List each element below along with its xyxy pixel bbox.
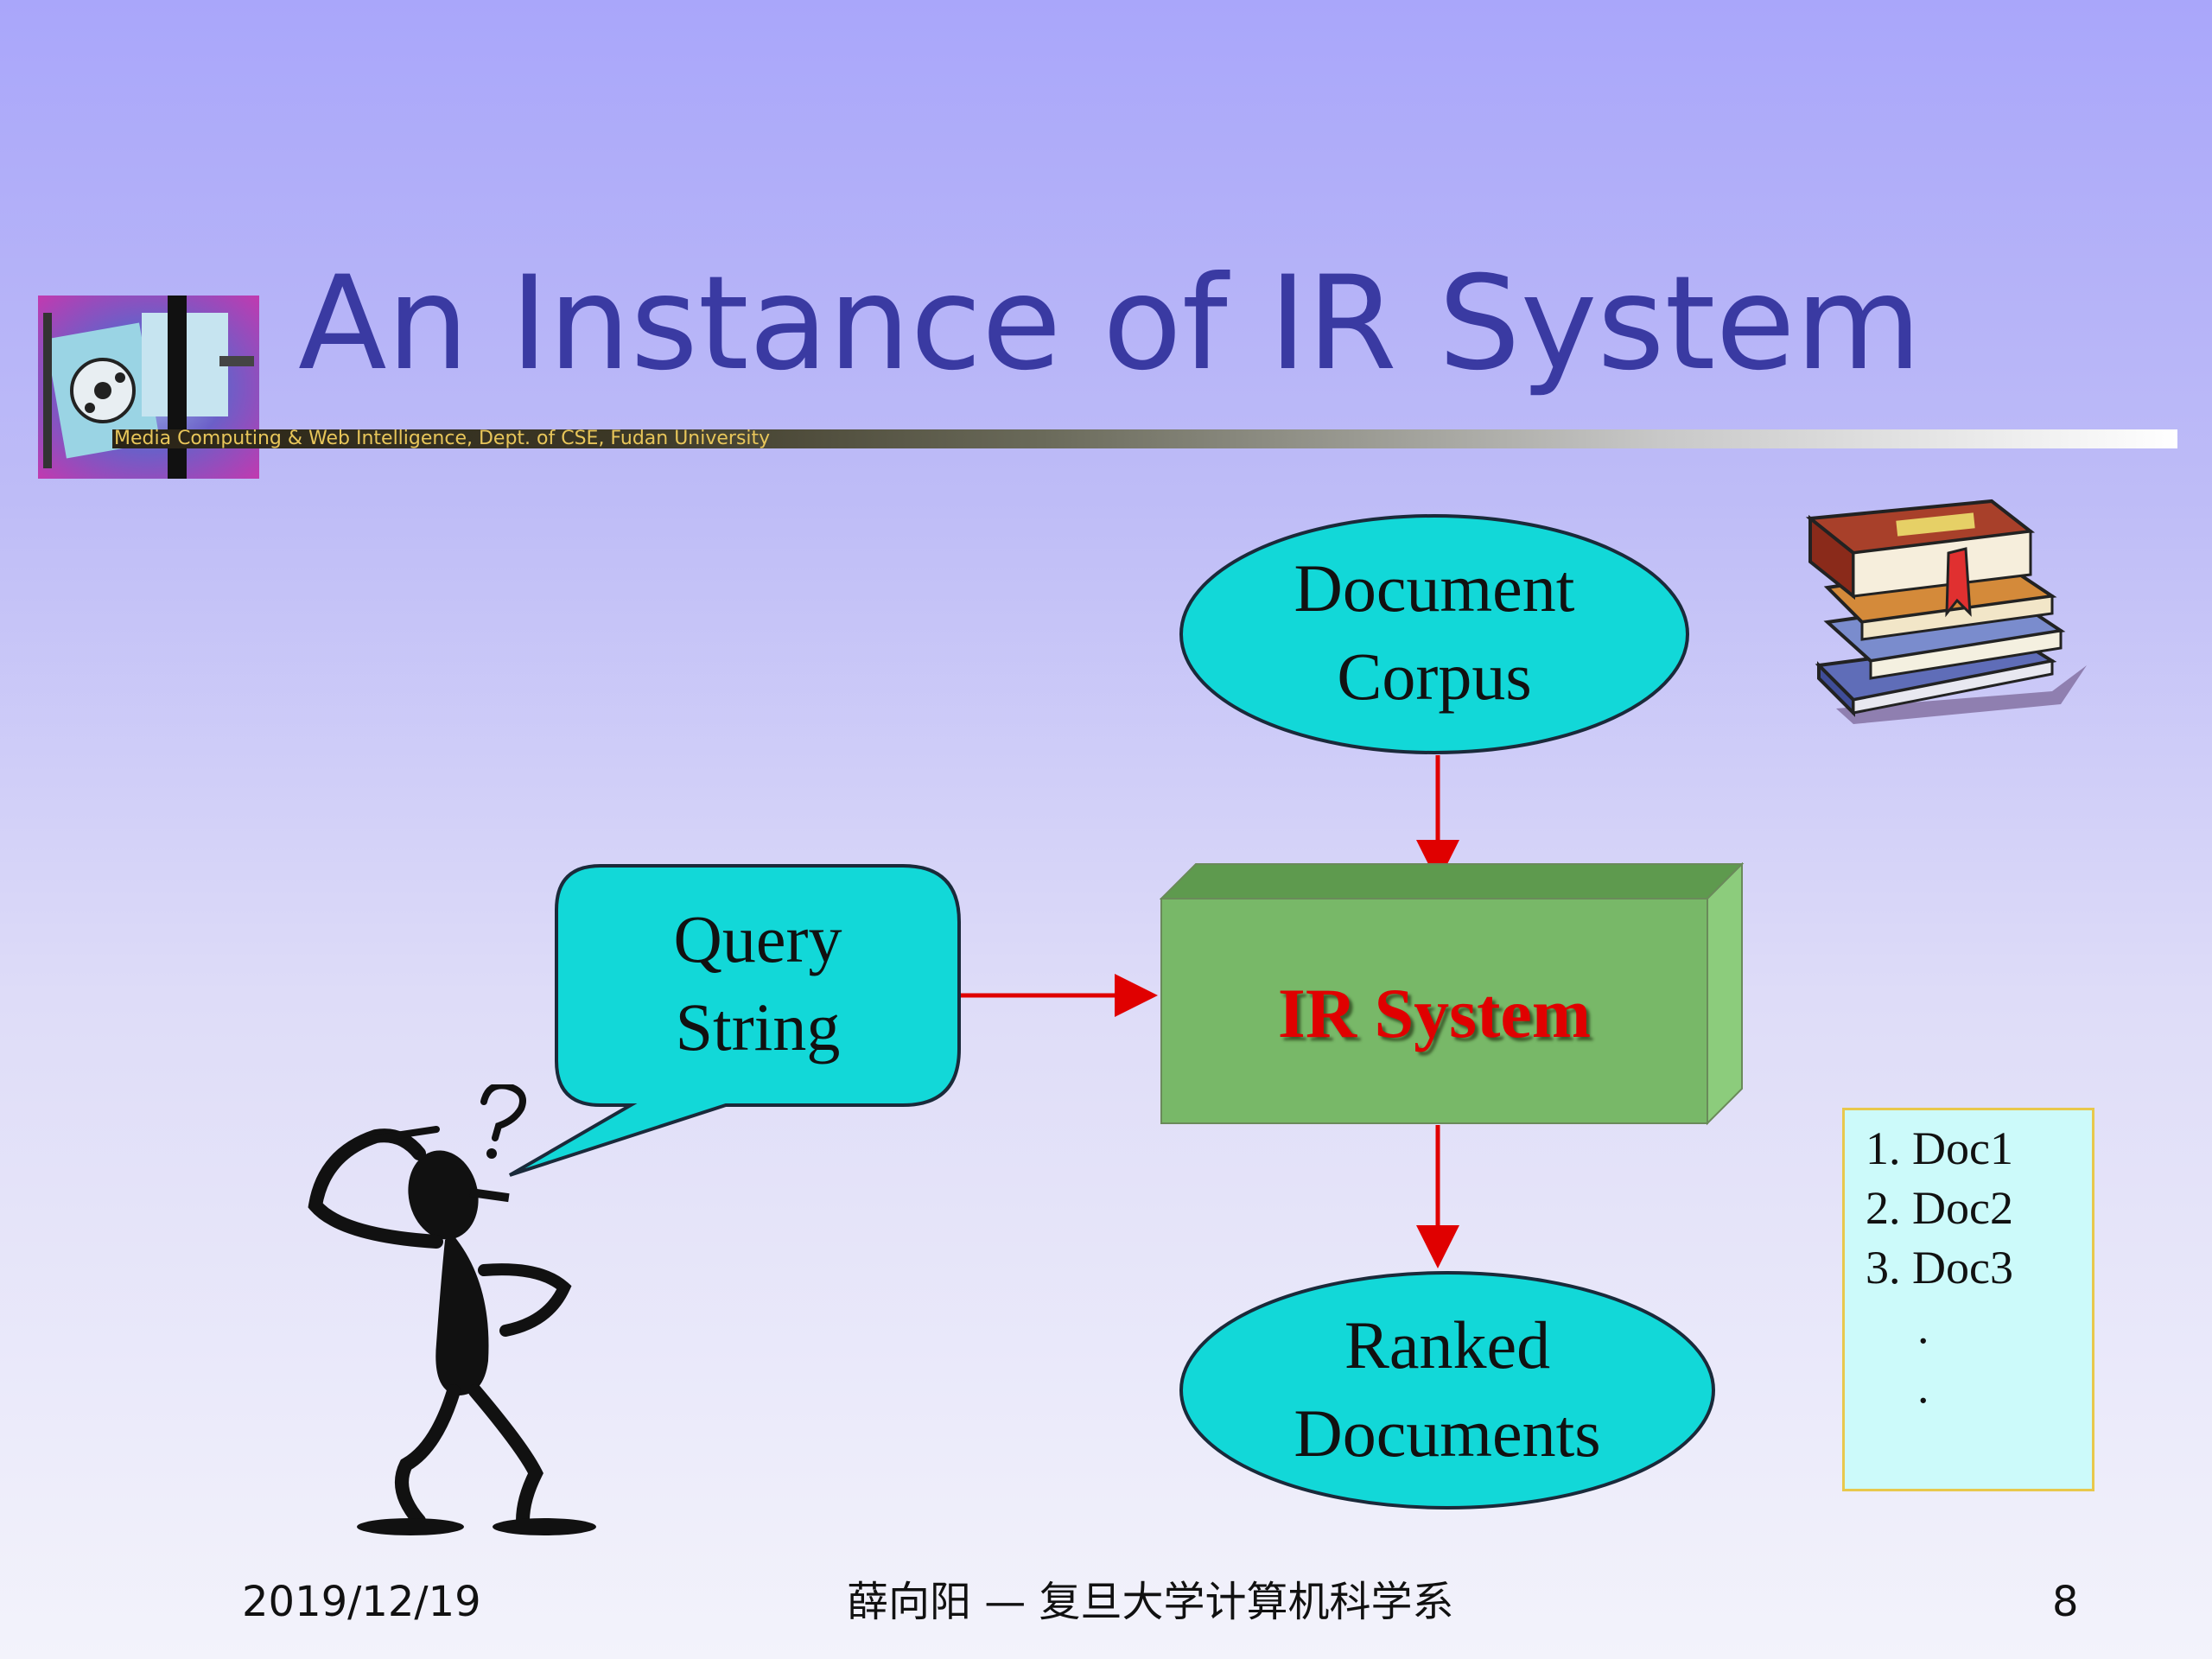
- footer-author: 薛向阳 — 复旦大学计算机科学系: [847, 1578, 1454, 1626]
- query-string-bubble: Query String: [501, 862, 968, 1182]
- header-caption: Media Computing & Web Intelligence, Dept…: [114, 428, 771, 449]
- slide-title: An Instance of IR System: [298, 249, 1922, 399]
- result-ellipsis-1: .: [1917, 1301, 1929, 1353]
- title-underline-bar: [112, 429, 2177, 448]
- result-item-3: 3. Doc3: [1866, 1242, 2013, 1294]
- result-item-1: 1. Doc1: [1866, 1122, 2013, 1174]
- query-label-line2: String: [675, 989, 841, 1065]
- ranked-label-line2: Documents: [1294, 1395, 1601, 1471]
- ir-system-box: IR System: [1160, 862, 1747, 1127]
- film-logo-icon: [38, 296, 259, 479]
- books-icon: [1802, 493, 2091, 730]
- thinking-person-icon: [307, 1082, 609, 1542]
- ir-system-label: IR System: [1277, 974, 1592, 1052]
- corpus-label-line1: Document: [1294, 550, 1575, 626]
- query-label-line1: Query: [673, 901, 842, 976]
- ranked-label-line1: Ranked: [1344, 1307, 1551, 1382]
- document-corpus-node: Document Corpus: [1179, 513, 1690, 755]
- page-number: 8: [2052, 1578, 2079, 1626]
- footer-date: 2019/12/19: [242, 1578, 481, 1626]
- result-item-2: 2. Doc2: [1866, 1182, 2013, 1234]
- corpus-label-line2: Corpus: [1337, 639, 1532, 714]
- ranked-documents-node: Ranked Documents: [1179, 1270, 1716, 1510]
- result-ellipsis-2: .: [1917, 1361, 1929, 1413]
- ranked-result-list: 1. Doc1 2. Doc2 3. Doc3 . .: [1842, 1108, 2094, 1491]
